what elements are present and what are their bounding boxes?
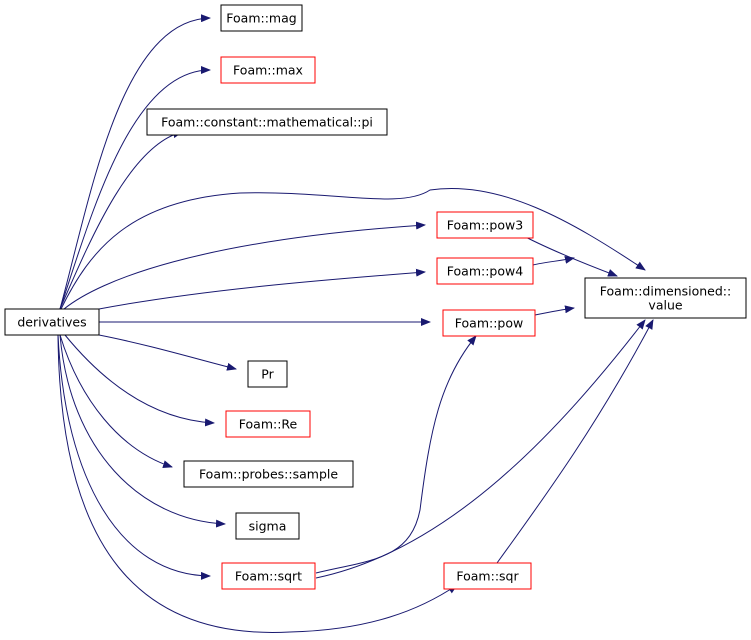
node-box-pr[interactable] xyxy=(247,360,288,388)
edge-derivatives-to-pr xyxy=(98,334,237,371)
node-pow[interactable]: Foam::pow xyxy=(442,309,536,337)
node-derivatives[interactable]: derivatives xyxy=(4,308,100,336)
node-pr[interactable]: Pr xyxy=(247,360,288,388)
node-box-mag[interactable] xyxy=(220,4,303,32)
node-box-pi[interactable] xyxy=(146,108,388,136)
node-label-pow3: Foam::pow3 xyxy=(447,218,523,233)
nodes-layer: derivatives Foam::magFoam::maxFoam::const… xyxy=(4,4,747,590)
edge-derivatives-to-pow4 xyxy=(98,268,426,310)
node-re[interactable]: Foam::Re xyxy=(225,410,311,438)
edge-derivatives-to-sigma xyxy=(59,334,226,528)
node-label-sqr: Foam::sqr xyxy=(456,569,519,584)
node-sqrt[interactable]: Foam::sqrt xyxy=(221,562,316,590)
node-label-pi: Foam::constant::mathematical::pi xyxy=(161,115,373,130)
edge-derivatives-to-pow3 xyxy=(63,221,426,310)
node-label-pow4: Foam::pow4 xyxy=(447,264,523,279)
edge-derivatives-to-sample xyxy=(59,334,173,468)
edge-pow4-to-value xyxy=(532,255,575,266)
node-box-max[interactable] xyxy=(220,56,316,84)
node-box-sigma[interactable] xyxy=(235,512,300,540)
node-box-re[interactable] xyxy=(225,410,311,438)
node-sqr[interactable]: Foam::sqr xyxy=(443,562,532,590)
node-label-max: Foam::max xyxy=(233,63,303,78)
node-label-pr: Pr xyxy=(261,367,274,382)
node-pow4[interactable]: Foam::pow4 xyxy=(436,257,534,285)
edge-sqrt-to-value xyxy=(315,319,646,579)
node-label-value-line-0: Foam::dimensioned:: xyxy=(600,284,731,299)
node-label-sqrt: Foam::sqrt xyxy=(235,569,302,584)
edge-derivatives-to-mag xyxy=(59,14,211,310)
node-sample[interactable]: Foam::probes::sample xyxy=(183,460,354,488)
node-sigma[interactable]: sigma xyxy=(235,512,300,540)
node-box-sample[interactable] xyxy=(183,460,354,488)
edge-sqrt-to-pow xyxy=(315,335,477,574)
node-box-sqr[interactable] xyxy=(443,562,532,590)
edge-sqr-to-value xyxy=(496,319,654,564)
node-box-pow[interactable] xyxy=(442,309,536,337)
node-box-pow3[interactable] xyxy=(436,211,534,239)
node-label-mag: Foam::mag xyxy=(226,11,296,26)
node-label-derivatives: derivatives xyxy=(17,315,86,330)
node-label-re: Foam::Re xyxy=(239,417,298,432)
node-label-pow: Foam::pow xyxy=(455,316,523,331)
node-max[interactable]: Foam::max xyxy=(220,56,316,84)
node-box-value[interactable] xyxy=(584,277,747,319)
edge-derivatives-to-pi xyxy=(59,130,183,310)
edge-derivatives-to-sqr xyxy=(57,334,458,633)
node-box-sqrt[interactable] xyxy=(221,562,316,590)
edge-derivatives-to-re xyxy=(64,334,215,427)
node-label-sigma: sigma xyxy=(249,519,287,534)
edge-pow-to-value xyxy=(534,305,575,316)
node-pow3[interactable]: Foam::pow3 xyxy=(436,211,534,239)
node-mag[interactable]: Foam::mag xyxy=(220,4,303,32)
node-box-derivatives[interactable] xyxy=(4,308,100,336)
node-label-value-line-1: value xyxy=(648,298,682,313)
edge-derivatives-to-max xyxy=(59,66,211,310)
edge-derivatives-to-sqrt xyxy=(57,334,211,580)
edges-layer xyxy=(57,14,654,633)
node-box-pow4[interactable] xyxy=(436,257,534,285)
node-label-sample: Foam::probes::sample xyxy=(199,467,338,482)
node-pi[interactable]: Foam::constant::mathematical::pi xyxy=(146,108,388,136)
node-value[interactable]: Foam::dimensioned::value xyxy=(584,277,747,319)
edge-derivatives-to-value xyxy=(60,188,646,310)
